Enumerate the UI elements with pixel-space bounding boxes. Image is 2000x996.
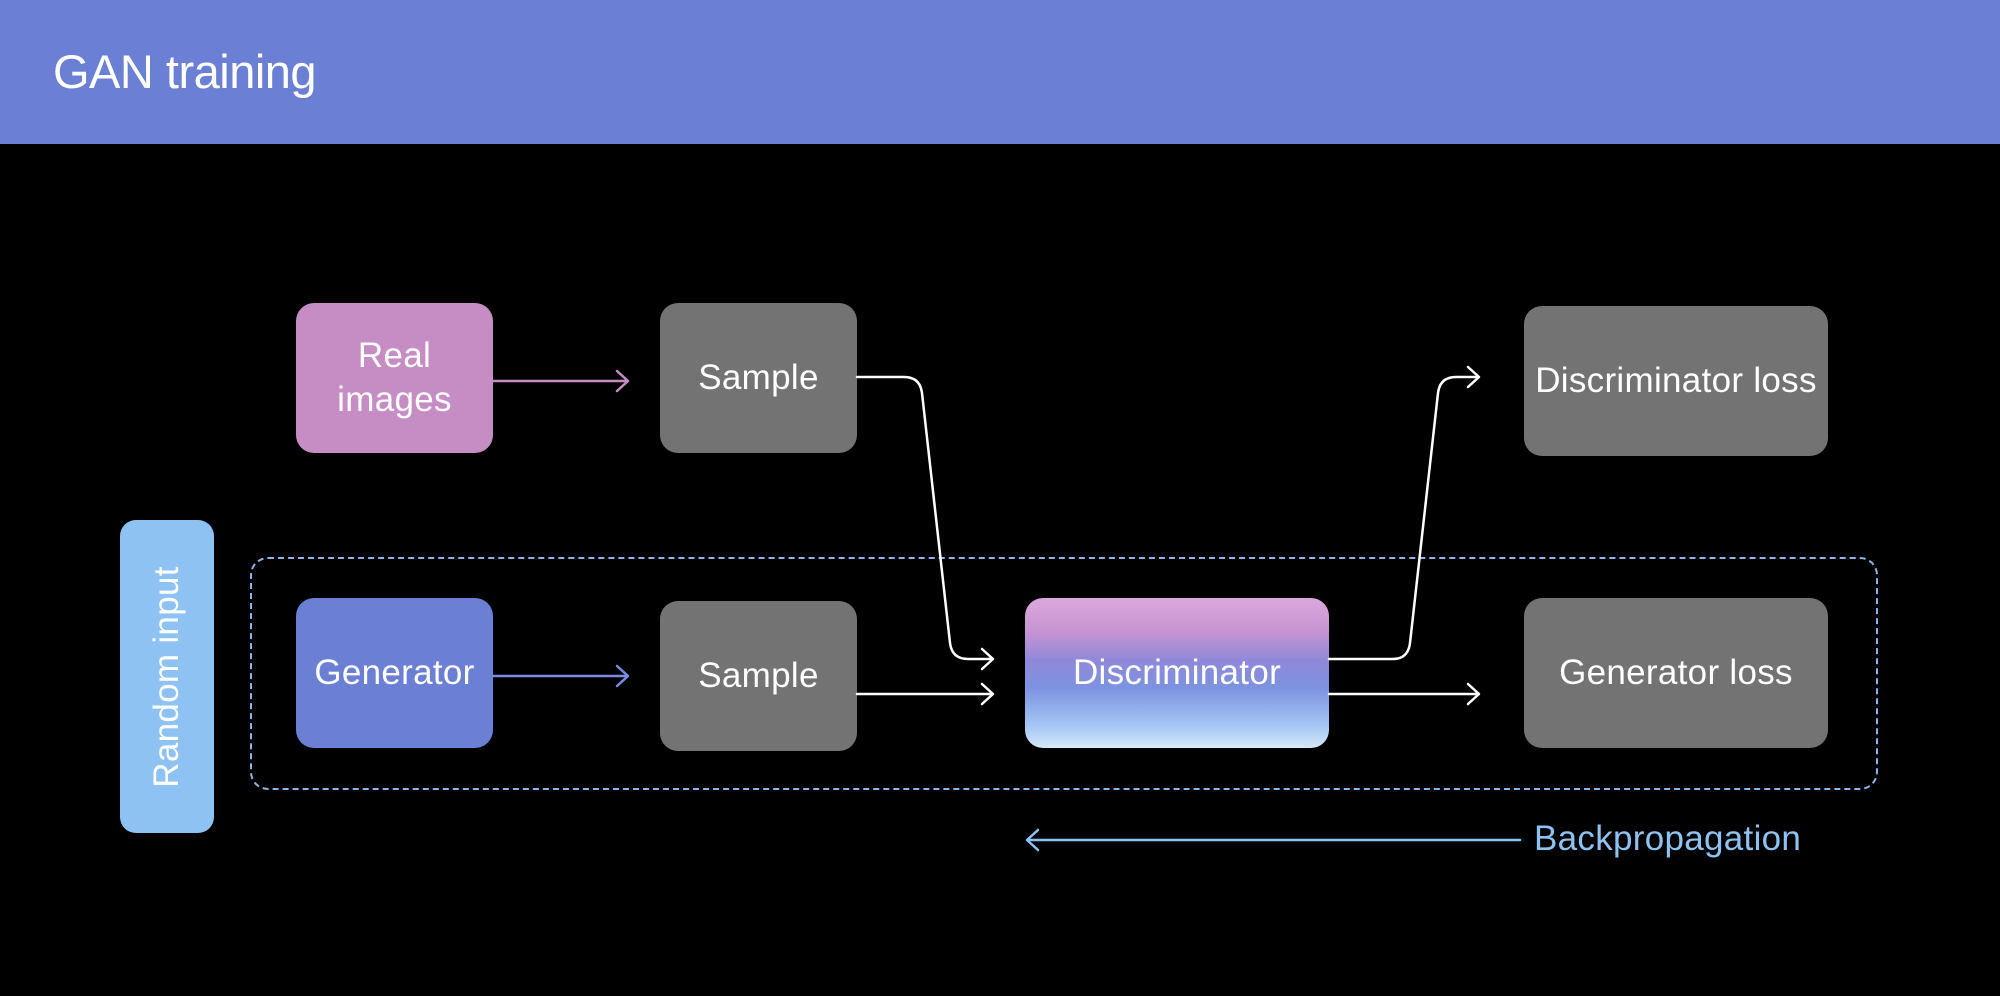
arrow-generator-to-sample <box>491 664 630 688</box>
arrow-sample-bottom-to-discriminator <box>855 682 995 706</box>
random-input-node[interactable]: Random input <box>120 520 214 833</box>
header-bar: GAN training <box>0 0 2000 144</box>
sample-node-top[interactable]: Sample <box>660 303 857 453</box>
arrow-discriminator-to-discriminator-loss <box>1327 365 1481 661</box>
backpropagation-label: Backpropagation <box>1534 819 1802 858</box>
real-images-node[interactable]: Real images <box>296 303 493 453</box>
discriminator-loss-node[interactable]: Discriminator loss <box>1524 306 1828 456</box>
generator-node[interactable]: Generator <box>296 598 493 748</box>
arrow-sample-top-to-discriminator <box>855 375 995 671</box>
backpropagation-arrow <box>1025 828 1522 852</box>
sample-node-bottom[interactable]: Sample <box>660 601 857 751</box>
arrow-real-images-to-sample <box>491 369 630 393</box>
discriminator-node[interactable]: Discriminator <box>1025 598 1329 748</box>
training-region-dashed-border <box>250 557 1878 790</box>
page-title: GAN training <box>53 45 317 98</box>
arrow-discriminator-to-generator-loss <box>1327 682 1481 706</box>
generator-loss-node[interactable]: Generator loss <box>1524 598 1828 748</box>
